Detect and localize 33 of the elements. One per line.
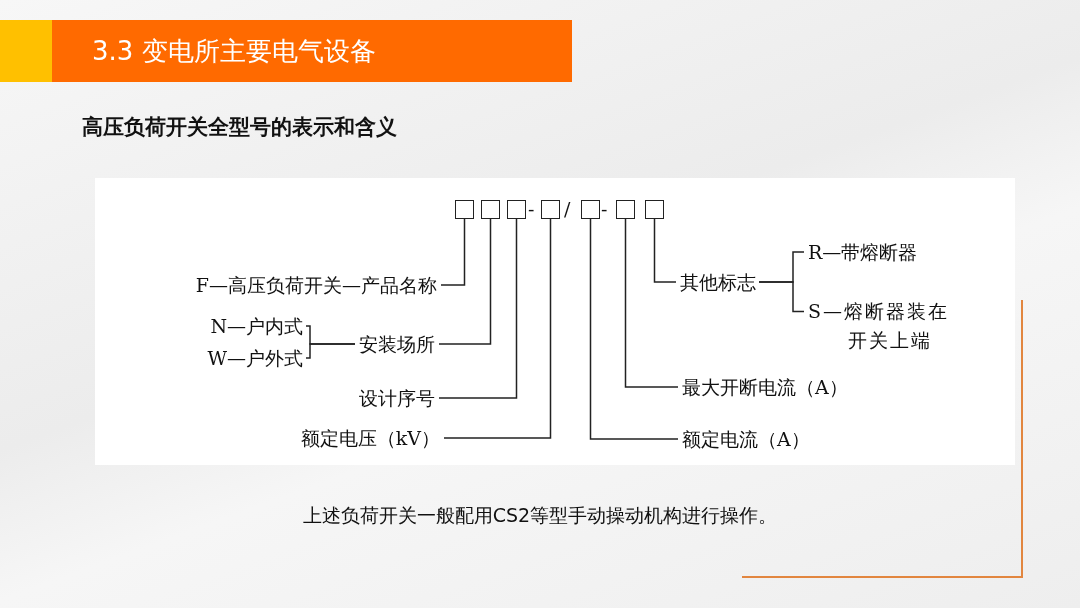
leader-line [624, 218, 679, 388]
code-box [507, 200, 526, 219]
subtitle: 高压负荷开关全型号的表示和含义 [82, 116, 397, 138]
caption-text: 上述负荷开关一般配用CS2等型手动操动机构进行操作。 [301, 503, 779, 527]
code-separator: - [601, 198, 608, 220]
component-label: R—带熔断器 [808, 241, 918, 263]
code-box [616, 200, 635, 219]
component-label: 设计序号 [359, 387, 435, 409]
code-separator: / [564, 198, 571, 220]
component-label: 其他标志 [680, 271, 756, 293]
code-box [541, 200, 560, 219]
bracket-line [758, 281, 805, 313]
component-label: N—户内式 [210, 315, 303, 337]
leader-line [440, 218, 466, 286]
leader-line [589, 218, 679, 440]
title-banner: 3.3 变电所主要电气设备 [52, 20, 572, 82]
code-box [481, 200, 500, 219]
code-separator: - [528, 198, 535, 220]
component-label: 安装场所 [359, 333, 435, 355]
component-label: 额定电压（kV） [300, 427, 440, 449]
component-label: 最大开断电流（A） [682, 376, 848, 398]
leader-line [653, 218, 677, 283]
component-label: 额定电流（A） [682, 428, 810, 450]
code-box [455, 200, 474, 219]
bracket-line [305, 343, 356, 359]
leader-line [438, 218, 518, 399]
code-box [581, 200, 600, 219]
leader-line [438, 218, 492, 345]
leader-line [443, 218, 552, 439]
component-label: W—户外式 [207, 347, 303, 369]
component-label: S—熔断器装在开关上端 [808, 297, 954, 355]
component-label: F—高压负荷开关—产品名称 [195, 274, 437, 296]
code-box [645, 200, 664, 219]
